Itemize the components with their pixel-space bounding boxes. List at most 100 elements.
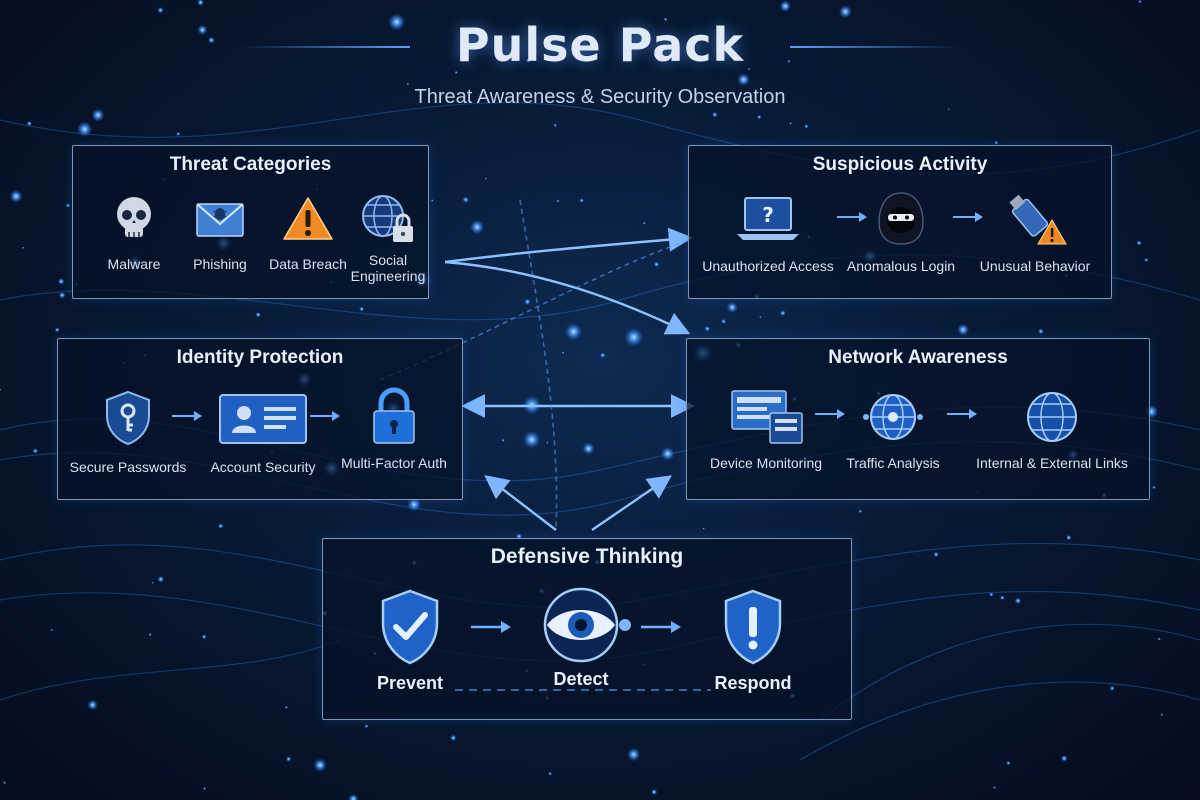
glow-particle <box>579 198 584 203</box>
glow-particle <box>556 199 560 203</box>
glow-particle <box>702 527 705 530</box>
flow-arrow-icon <box>471 621 511 633</box>
glow-particle <box>1136 240 1142 246</box>
glow-particle <box>54 327 60 333</box>
glow-particle <box>151 581 154 584</box>
glow-particle <box>747 67 751 71</box>
glow-particle <box>1109 685 1115 691</box>
item-prevent: Prevent <box>345 587 475 693</box>
glow-particle <box>582 442 595 455</box>
skull-icon <box>117 197 151 237</box>
glow-particle <box>989 592 994 597</box>
glow-particle <box>787 59 791 63</box>
glow-particle <box>50 628 54 632</box>
glow-particle <box>484 177 487 180</box>
glow-particle <box>501 438 505 442</box>
glow-particle <box>663 17 668 22</box>
glow-particle <box>208 36 215 44</box>
item-internal-external-links: Internal & External Links <box>959 387 1145 471</box>
glow-particle <box>91 108 105 122</box>
glow-particle <box>779 0 792 13</box>
glow-particle <box>65 203 71 208</box>
panel-threat-categories: Threat Categories Malware Phishing Data … <box>72 145 429 299</box>
item-label-unauthorized-access: Unauthorized Access <box>702 258 834 274</box>
glow-particle <box>313 758 327 772</box>
panel-network-awareness: Network Awareness Device Monitoring Traf… <box>686 338 1150 500</box>
glow-particle <box>21 246 25 249</box>
glow-particle <box>779 310 786 317</box>
panel-suspicious-activity: Suspicious Activity ? Unauthorized Acces… <box>688 145 1112 299</box>
title-rule-left <box>240 46 410 48</box>
item-label-data-breach: Data Breach <box>269 256 347 272</box>
laptop-question-icon: ? <box>737 197 799 240</box>
glow-particle <box>1152 485 1156 490</box>
flow-arrow-icon <box>641 621 681 633</box>
glow-particle <box>157 7 164 14</box>
glow-particle <box>201 634 207 640</box>
glow-particle <box>469 219 485 235</box>
item-phishing: Phishing <box>177 194 263 272</box>
glow-particle <box>1144 257 1149 263</box>
glow-particle <box>1037 328 1044 335</box>
glow-particle <box>26 120 32 127</box>
item-label-secure-passwords: Secure Passwords <box>69 459 187 475</box>
glow-particle <box>359 306 365 312</box>
title-rule-right <box>790 46 960 48</box>
glow-particle <box>87 699 98 711</box>
glow-particle <box>0 388 2 391</box>
glow-particle <box>1006 760 1011 766</box>
glow-particle <box>721 318 727 324</box>
glow-particle <box>737 73 750 87</box>
glow-particle <box>838 5 853 19</box>
glow-particle <box>933 551 939 558</box>
envelope-bug-icon <box>196 203 244 237</box>
glow-particle <box>285 756 292 762</box>
glow-particle <box>626 747 641 762</box>
item-unauthorized-access: ? Unauthorized Access <box>693 192 843 274</box>
panel-title-suspicious-activity: Suspicious Activity <box>812 154 988 175</box>
panel-title-threat-categories: Threat Categories <box>169 154 332 175</box>
glow-particle <box>546 441 549 445</box>
item-label-prevent: Prevent <box>376 673 444 693</box>
item-device-monitoring: Device Monitoring <box>691 387 841 471</box>
item-data-breach: Data Breach <box>265 194 351 272</box>
item-traffic-analysis: Traffic Analysis <box>823 387 963 471</box>
item-social-engineering: Social Engineering <box>347 192 429 284</box>
network-globe-icon <box>863 394 923 440</box>
globe-lock-icon <box>362 195 413 242</box>
flow-arrow-icon <box>947 409 977 419</box>
glow-particle <box>217 523 224 529</box>
glow-particle <box>364 724 369 729</box>
item-detect: Detect <box>511 583 651 688</box>
id-card-icon <box>219 394 307 444</box>
hooded-figure-icon <box>878 192 924 245</box>
warning-triangle-icon <box>283 197 333 240</box>
glow-particle <box>947 108 950 111</box>
glow-particle <box>564 322 583 341</box>
dashed-connector <box>455 689 711 691</box>
flow-arrow-icon <box>837 212 867 222</box>
item-respond: Respond <box>683 587 823 692</box>
item-label-phishing: Phishing <box>193 256 247 272</box>
flow-arrow-icon <box>815 409 845 419</box>
glow-particle <box>653 261 660 268</box>
glow-particle <box>57 278 65 285</box>
item-label-internal-external-links: Internal & External Links <box>976 455 1128 471</box>
padlock-icon <box>373 387 415 444</box>
glow-particle <box>197 0 205 6</box>
glow-particle <box>858 509 863 514</box>
glow-particle <box>561 351 565 355</box>
item-label-malware: Malware <box>107 256 161 272</box>
glow-particle <box>76 121 93 138</box>
glow-particle <box>642 221 646 225</box>
item-label-unusual-behavior: Unusual Behavior <box>979 258 1091 274</box>
glow-particle <box>348 793 359 800</box>
glow-particle <box>994 140 999 145</box>
item-secure-passwords: Secure Passwords <box>64 389 192 475</box>
glow-particle <box>157 575 165 583</box>
glow-particle <box>1160 713 1164 717</box>
glow-particle <box>548 771 553 776</box>
glow-particle <box>522 395 542 415</box>
glow-particle <box>759 315 762 319</box>
panel-title-defensive-thinking: Defensive Thinking <box>490 545 684 568</box>
